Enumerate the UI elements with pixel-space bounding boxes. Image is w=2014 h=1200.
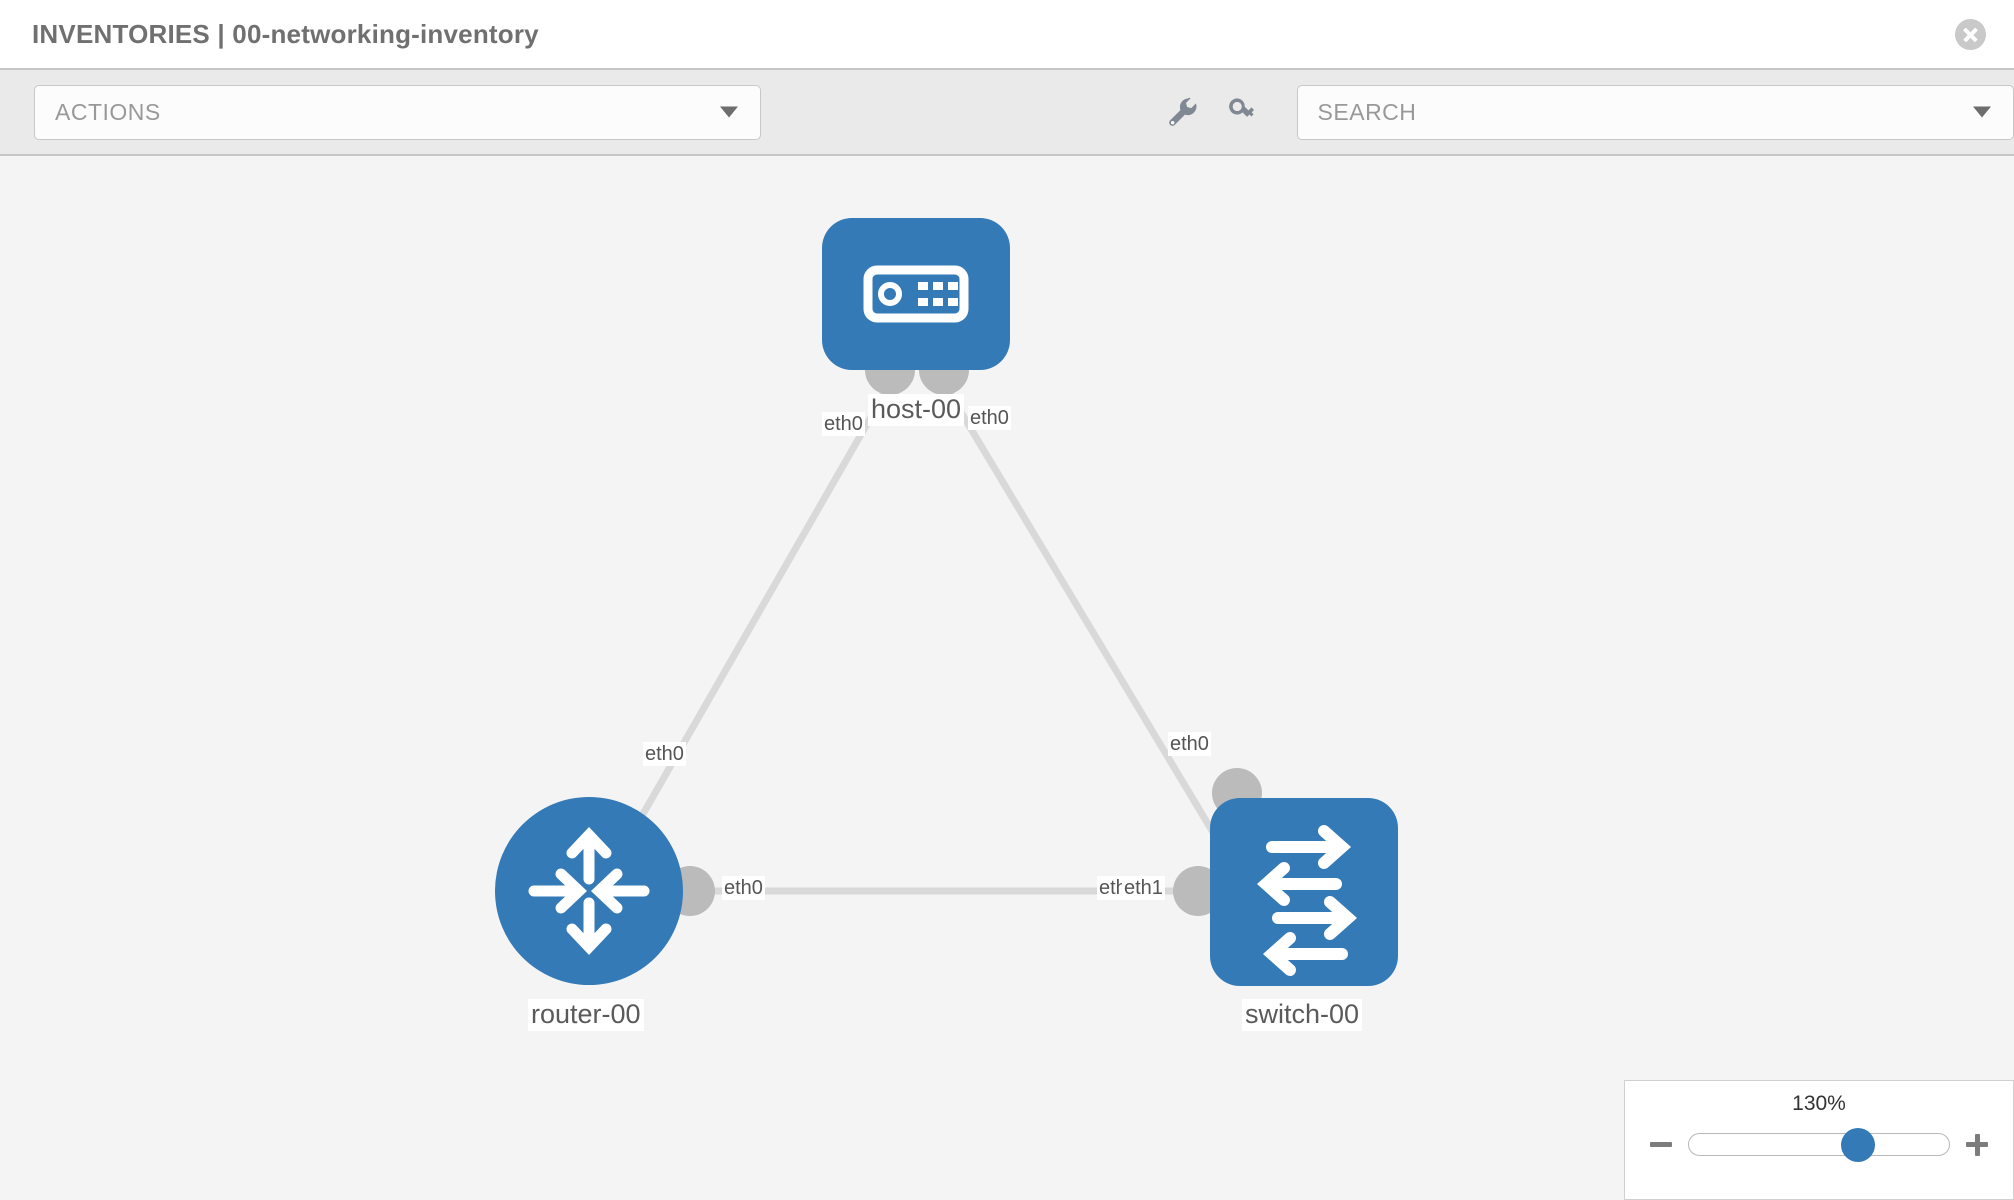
topology-canvas[interactable]: eth0 host-00 eth0 eth0 eth0 eth0 eth eth… (0, 156, 2014, 1200)
topology-graph (495, 218, 1398, 986)
router-arrows-icon (528, 826, 650, 956)
zoom-slider-thumb[interactable] (1841, 1128, 1875, 1162)
node-label-host-00: host-00 (868, 394, 965, 426)
key-icon[interactable] (1225, 95, 1259, 129)
node-label-router-00: router-00 (528, 999, 644, 1031)
switch-arrows-icon (1256, 825, 1358, 976)
port-label-switch-up: eth0 (1168, 732, 1211, 756)
port-label-host-left: eth0 (822, 412, 865, 436)
page-title: INVENTORIES | 00-networking-inventory (32, 18, 539, 49)
toolbar-icon-group (1165, 95, 1259, 129)
search-placeholder: SEARCH (1317, 98, 1417, 125)
zoom-level-value: 130% (1792, 1092, 1846, 1115)
server-icon (863, 265, 969, 323)
page-header: INVENTORIES | 00-networking-inventory (0, 0, 2014, 68)
zoom-control-panel: 130% (1624, 1080, 2014, 1200)
chevron-down-icon[interactable] (1973, 106, 1991, 118)
port-label-router-up: eth0 (643, 742, 686, 766)
port-label-router-right: eth0 (722, 876, 765, 900)
close-icon[interactable] (1955, 19, 1986, 50)
actions-dropdown[interactable]: ACTIONS (34, 84, 761, 140)
port-handles (665, 345, 1262, 916)
link-host-switch[interactable] (940, 382, 1236, 866)
node-switch-00[interactable] (1210, 798, 1398, 986)
zoom-slider-track[interactable] (1688, 1128, 1950, 1162)
port-label-host-right: eth0 (968, 406, 1011, 430)
actions-dropdown-label: ACTIONS (55, 98, 161, 125)
chevron-down-icon (719, 106, 738, 118)
wrench-icon[interactable] (1165, 95, 1199, 129)
node-label-switch-00: switch-00 (1242, 999, 1363, 1031)
toolbar: ACTIONS SEARCH (0, 68, 2014, 156)
link-host-router[interactable] (608, 382, 894, 870)
search-input[interactable]: SEARCH (1296, 84, 2014, 140)
node-host-00[interactable] (822, 218, 1010, 370)
zoom-out-button[interactable] (1650, 1142, 1672, 1147)
port-label-switch-left-b: eth1 (1122, 876, 1165, 900)
node-router-00[interactable] (495, 797, 683, 985)
zoom-in-button[interactable] (1966, 1133, 1988, 1156)
